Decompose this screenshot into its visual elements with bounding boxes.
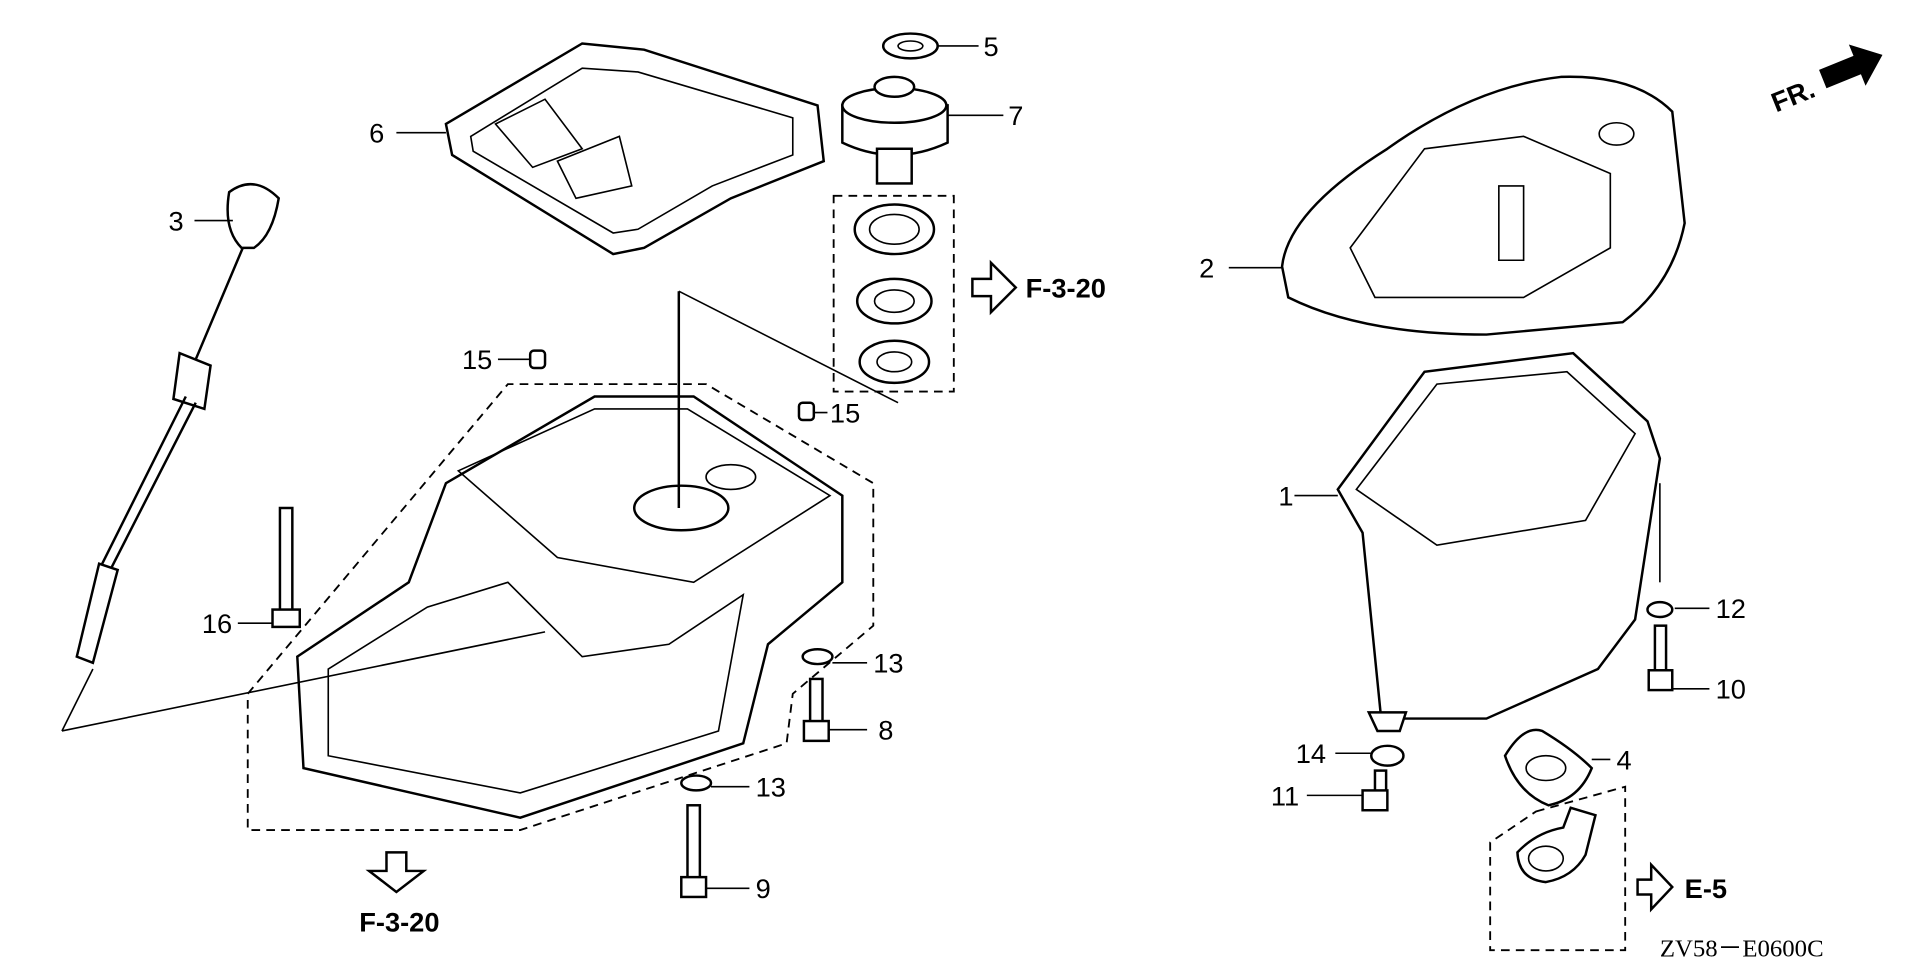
callout-13: 13 (756, 772, 786, 803)
callout-11: 11 (1271, 780, 1299, 811)
front-label: FR. (1767, 73, 1819, 118)
callout-1: 1 (1278, 481, 1293, 512)
reference-f-3-20-top[interactable]: F-3-20 (971, 259, 1106, 316)
reference-e-5-group[interactable]: E-5 (1489, 785, 1727, 952)
reference-f-3-20-bottom[interactable]: F-3-20 (359, 851, 439, 938)
reference-label: F-3-20 (1026, 272, 1106, 303)
leader-lines (194, 45, 1710, 890)
callout-9: 9 (756, 873, 771, 904)
callout-13: 13 (873, 648, 903, 679)
arrow-down-icon (365, 851, 428, 894)
callout-3: 3 (168, 206, 183, 237)
callout-15: 15 (830, 398, 860, 429)
callout-15: 15 (462, 344, 492, 375)
bolt-part-16[interactable] (271, 506, 302, 629)
dipstick-part-3[interactable] (75, 183, 281, 665)
gear-part-7[interactable] (841, 75, 949, 185)
diagram-code: ZV58－E0600C (1660, 935, 1824, 959)
callout-4: 4 (1617, 744, 1632, 775)
callout-16: 16 (202, 608, 232, 639)
gasket-part-4[interactable] (1503, 728, 1594, 807)
gasket-part-6[interactable] (444, 42, 826, 256)
callout-8: 8 (878, 715, 893, 746)
arrow-right-icon (971, 259, 1018, 316)
lockwasher-part-5[interactable] (881, 32, 939, 60)
bolt-part-8[interactable] (802, 677, 830, 743)
washer-part-14[interactable] (1370, 744, 1405, 767)
arrow-right-icon (1819, 44, 1883, 89)
callout-6: 6 (369, 118, 384, 149)
plate-part-2[interactable] (1280, 75, 1686, 336)
washer-part-13[interactable] (680, 647, 834, 792)
oil-case-assembly[interactable] (61, 290, 899, 831)
reference-label: F-3-20 (359, 907, 439, 938)
callouts: 1 2 3 4 5 6 7 8 9 10 11 12 13 13 14 15 1… (168, 31, 1745, 904)
reference-label: E-5 (1685, 873, 1727, 904)
callout-12: 12 (1716, 593, 1746, 624)
callout-10: 10 (1716, 674, 1746, 705)
dowel-part-15[interactable] (528, 349, 816, 422)
washer-part-12[interactable] (1646, 600, 1674, 619)
callout-14: 14 (1296, 738, 1326, 769)
bolt-part-10[interactable] (1647, 624, 1674, 692)
arrow-right-icon (1636, 861, 1674, 913)
bolt-part-9[interactable] (680, 804, 708, 899)
bearing-group[interactable] (832, 194, 955, 393)
oil-pan-part-1[interactable] (1336, 351, 1662, 733)
callout-2: 2 (1199, 253, 1214, 284)
drain-bolt-part-11[interactable] (1361, 769, 1389, 812)
front-direction-indicator: FR. (1767, 44, 1883, 118)
callout-7: 7 (1008, 100, 1023, 131)
callout-5: 5 (984, 31, 999, 62)
